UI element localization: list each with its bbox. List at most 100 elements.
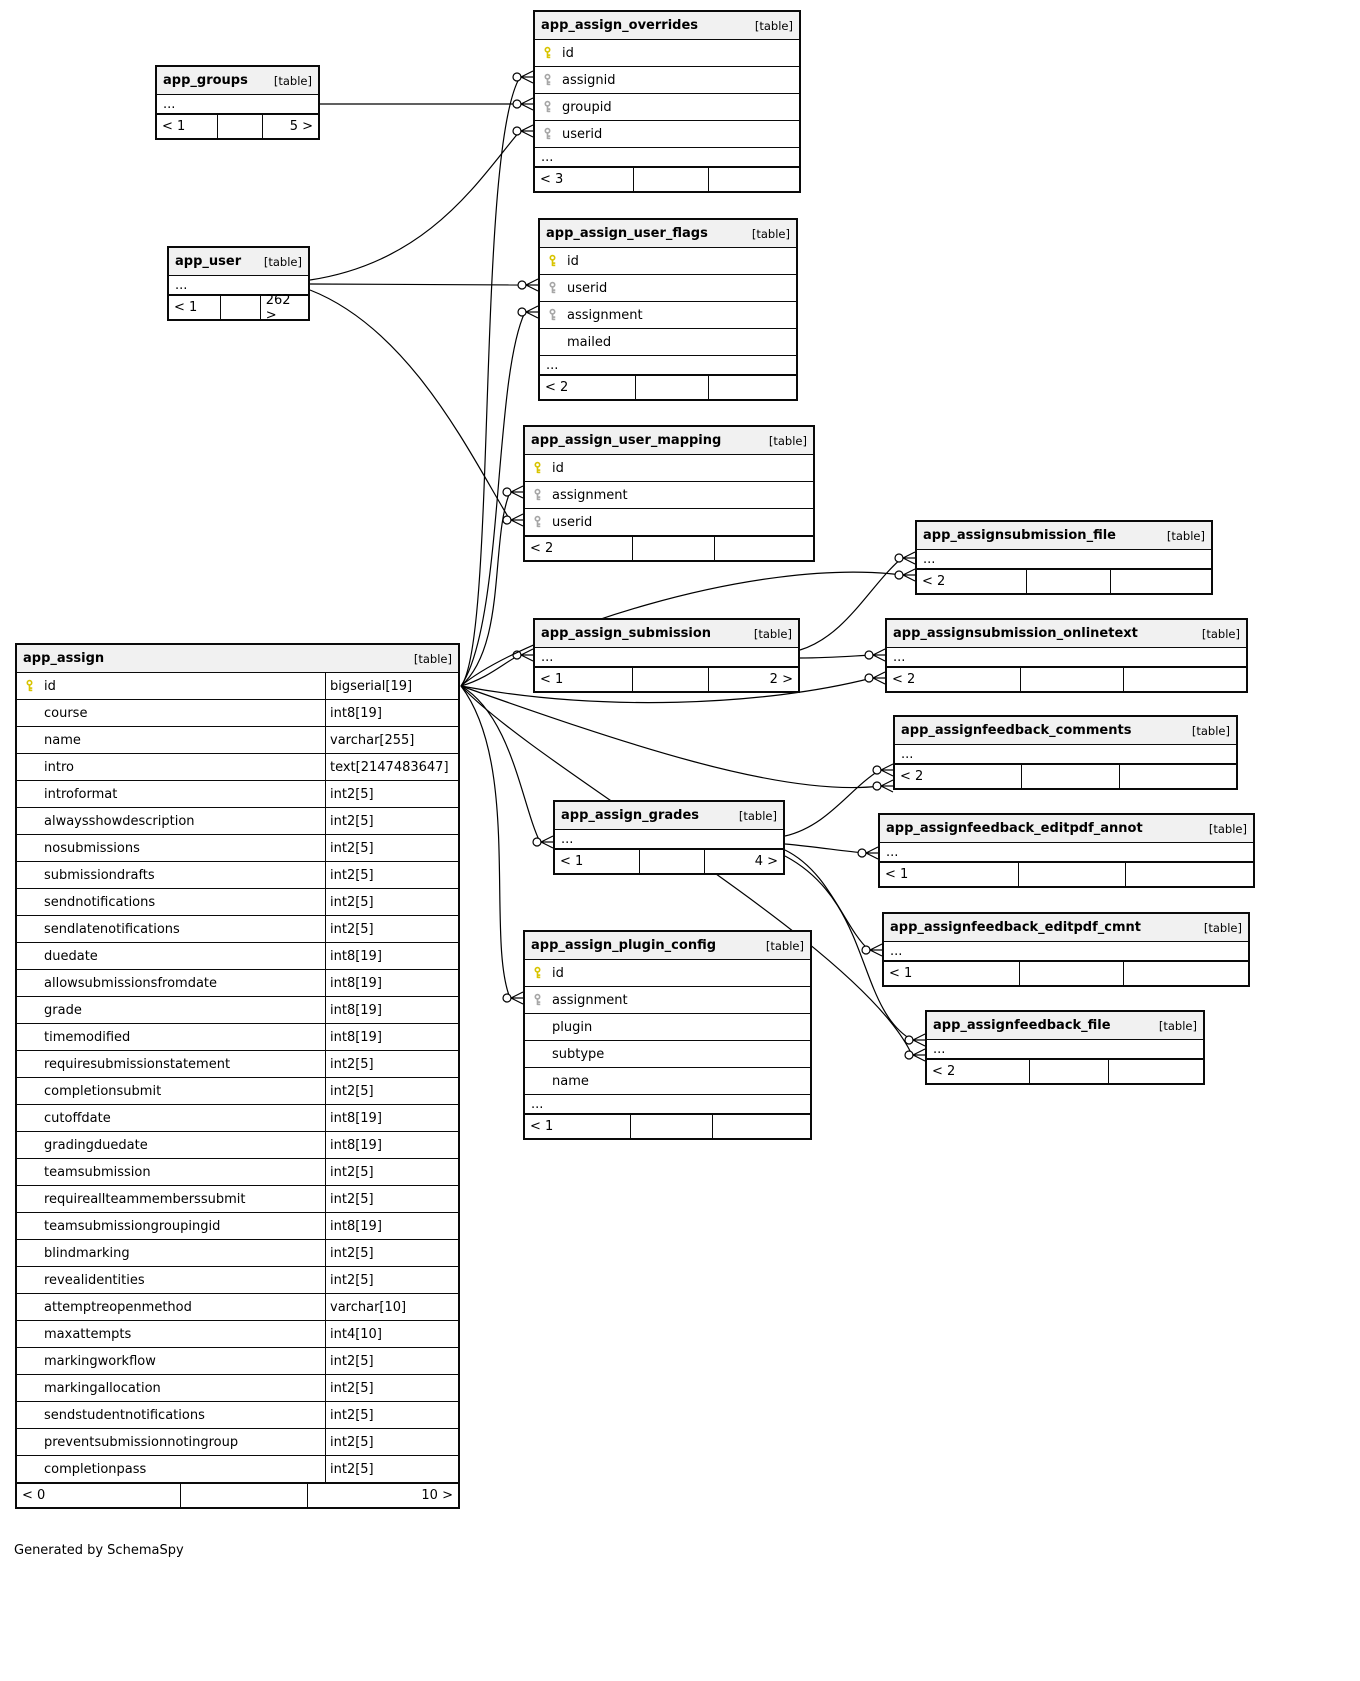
crow-foot-line bbox=[520, 130, 534, 138]
table-header[interactable]: app_assignfeedback_editpdf_annot[table] bbox=[880, 815, 1253, 842]
column-name: nosubmissions bbox=[44, 840, 140, 856]
crow-foot-line bbox=[902, 574, 916, 582]
table-type-tag: [table] bbox=[413, 651, 452, 666]
table-name-link[interactable]: app_assignfeedback_file bbox=[933, 1018, 1111, 1033]
ellipsis-row: ... bbox=[887, 647, 1246, 666]
column-row: plugin bbox=[525, 1013, 810, 1040]
footer-middle-cell bbox=[1029, 1060, 1110, 1083]
relationship-connector bbox=[460, 568, 916, 687]
column-type: int8[19] bbox=[325, 997, 458, 1023]
table-header[interactable]: app_assign_user_mapping[table] bbox=[525, 427, 813, 454]
column-type: int2[5] bbox=[325, 1078, 458, 1104]
column-type: int2[5] bbox=[325, 889, 458, 915]
column-name: alwaysshowdescription bbox=[44, 813, 195, 829]
table-header[interactable]: app_assign [table] bbox=[17, 645, 458, 672]
footer-parent-count: < 1 bbox=[530, 1119, 554, 1134]
ellipsis-row: ... bbox=[917, 549, 1211, 568]
table-type-tag: [table] bbox=[753, 626, 792, 641]
ellipsis-row: ... bbox=[535, 147, 799, 166]
table-header[interactable]: app_assign_user_flags[table] bbox=[540, 220, 796, 247]
column-type: varchar[255] bbox=[325, 727, 458, 753]
crow-foot-line bbox=[912, 1039, 926, 1047]
table-header[interactable]: app_assign_plugin_config[table] bbox=[525, 932, 810, 959]
column-type: int2[5] bbox=[325, 1159, 458, 1185]
table-name-link[interactable]: app_assign_user_flags bbox=[546, 226, 708, 241]
column-row: assignment bbox=[525, 481, 813, 508]
table-footer: < 1 bbox=[525, 1113, 810, 1138]
table-header[interactable]: app_user[table] bbox=[169, 248, 308, 275]
ellipsis-row: ... bbox=[169, 275, 308, 294]
column-name: subtype bbox=[552, 1046, 605, 1062]
footer-child-count bbox=[1124, 668, 1246, 691]
table-header[interactable]: app_assignsubmission_file[table] bbox=[917, 522, 1211, 549]
relationship-connector bbox=[460, 685, 524, 1005]
column-type: int2[5] bbox=[325, 835, 458, 861]
more-columns-label: ... bbox=[541, 149, 554, 165]
more-columns-label: ... bbox=[893, 649, 906, 665]
table-footer: < 1 bbox=[884, 960, 1248, 985]
column-name: timemodified bbox=[44, 1029, 131, 1045]
column-row: groupid bbox=[535, 93, 799, 120]
table-name-link[interactable]: app_assign_submission bbox=[541, 626, 712, 641]
table-header[interactable]: app_assign_grades[table] bbox=[555, 802, 783, 829]
column-name: markingallocation bbox=[44, 1380, 161, 1396]
column-row: userid bbox=[525, 508, 813, 535]
table-name-link[interactable]: app_groups bbox=[163, 73, 248, 88]
table-name-link[interactable]: app_assign bbox=[23, 651, 105, 666]
zero-or-many-circle bbox=[861, 945, 871, 955]
table-name-link[interactable]: app_assign_user_mapping bbox=[531, 433, 722, 448]
zero-or-many-circle bbox=[502, 993, 512, 1003]
table-header[interactable]: app_assign_submission [table] bbox=[535, 620, 798, 647]
footer-child-count: 4 > bbox=[754, 854, 778, 869]
table-name-link[interactable]: app_assignfeedback_editpdf_cmnt bbox=[890, 920, 1141, 935]
table-app_assignsubmission_file: app_assignsubmission_file[table]...< 2 bbox=[915, 520, 1213, 595]
table-footer: < 3 bbox=[535, 166, 799, 191]
column-name: id bbox=[567, 253, 579, 269]
column-name: gradingduedate bbox=[44, 1137, 148, 1153]
footer-middle-cell bbox=[220, 296, 261, 319]
table-header[interactable]: app_assignsubmission_onlinetext[table] bbox=[887, 620, 1246, 647]
key-glyph bbox=[534, 488, 541, 501]
table-name-link[interactable]: app_assignsubmission_file bbox=[923, 528, 1116, 543]
table-name-link[interactable]: app_user bbox=[175, 254, 242, 269]
footer-parent-count: < 2 bbox=[900, 769, 924, 784]
footer-parent-count: < 2 bbox=[892, 672, 916, 687]
column-type: bigserial[19] bbox=[325, 673, 458, 699]
table-name-link[interactable]: app_assignfeedback_comments bbox=[901, 723, 1132, 738]
key-glyph bbox=[534, 993, 541, 1006]
table-header[interactable]: app_assignfeedback_editpdf_cmnt[table] bbox=[884, 914, 1248, 941]
table-name-link[interactable]: app_assign_grades bbox=[561, 808, 699, 823]
primary-key-icon bbox=[546, 254, 567, 268]
table-name-link[interactable]: app_assignsubmission_onlinetext bbox=[893, 626, 1138, 641]
crow-foot-line bbox=[520, 76, 534, 84]
table-name-link[interactable]: app_assign_plugin_config bbox=[531, 938, 717, 953]
relationship-connector bbox=[309, 289, 524, 527]
foreign-key-icon bbox=[546, 281, 567, 295]
table-header[interactable]: app_assignfeedback_comments[table] bbox=[895, 717, 1236, 744]
table-name-link[interactable]: app_assign_overrides bbox=[541, 18, 699, 33]
table-header[interactable]: app_assign_overrides[table] bbox=[535, 12, 799, 39]
column-type: int2[5] bbox=[325, 1051, 458, 1077]
table-type-tag: [table] bbox=[1158, 1018, 1197, 1033]
zero-or-many-circle bbox=[857, 848, 867, 858]
table-name-link[interactable]: app_assignfeedback_editpdf_annot bbox=[886, 821, 1143, 836]
key-glyph bbox=[549, 281, 556, 294]
table-header[interactable]: app_groups[table] bbox=[157, 67, 318, 94]
column-name: attemptreopenmethod bbox=[44, 1299, 192, 1315]
table-footer: < 2 bbox=[895, 763, 1236, 788]
crow-foot-line bbox=[872, 671, 886, 679]
table-header[interactable]: app_assignfeedback_file [table] bbox=[927, 1012, 1203, 1039]
footer-middle-cell bbox=[1019, 668, 1124, 691]
zero-or-many-circle bbox=[864, 673, 874, 683]
ellipsis-row: ... bbox=[927, 1039, 1203, 1058]
